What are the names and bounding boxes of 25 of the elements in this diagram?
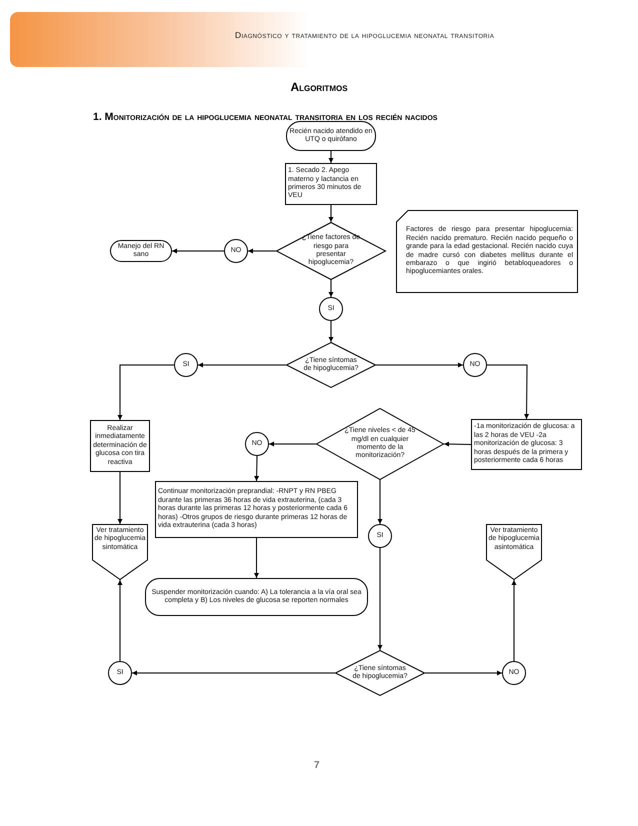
- arrow: [376, 362, 464, 368]
- arrow: [328, 320, 334, 342]
- arrow: [378, 548, 382, 650]
- page-number: 7: [314, 760, 320, 771]
- arrow: [512, 580, 516, 662]
- arrow: [486, 364, 530, 420]
- arrow: [268, 442, 316, 446]
- arrow: [444, 442, 472, 447]
- arrow: [328, 280, 334, 298]
- section-heading: 1. Monitorización de la hipoglucemia neonatal transitoria en los recién nacidos: [93, 111, 438, 123]
- arrow: [378, 480, 382, 524]
- arrow: [172, 248, 224, 254]
- arrow: [248, 248, 276, 254]
- arrow: [118, 472, 122, 524]
- page-header: Diagnóstico y tratamiento de la hipoglucemia neonatal transitoria: [235, 30, 494, 40]
- arrow: [328, 204, 334, 222]
- arrow: [328, 150, 334, 164]
- arrow: [118, 364, 174, 420]
- arrow: [132, 670, 336, 676]
- page-title: Algoritmos: [289, 80, 349, 94]
- arrow: [254, 538, 259, 578]
- arrow: [424, 670, 502, 676]
- arrow: [198, 362, 286, 368]
- arrow: [254, 456, 260, 482]
- arrow: [118, 580, 122, 662]
